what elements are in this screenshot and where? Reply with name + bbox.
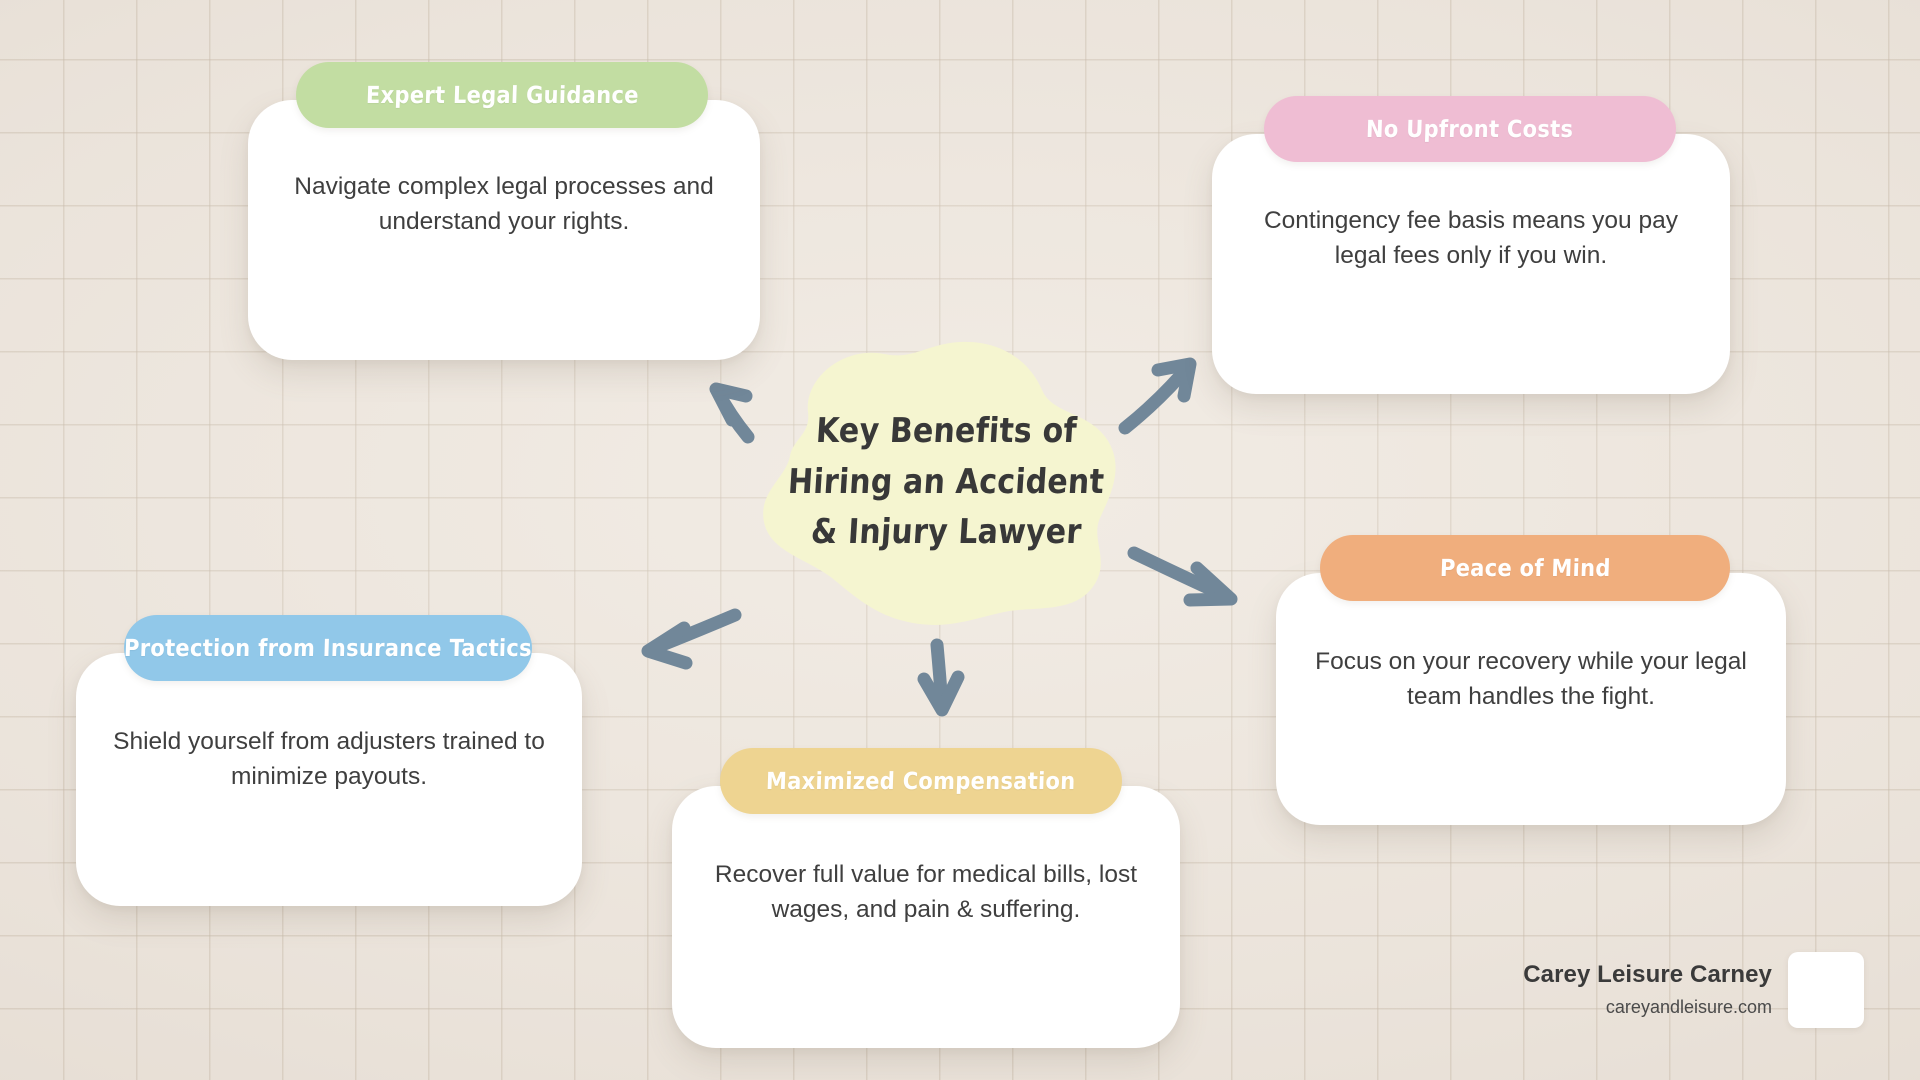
card-header-label: Peace of Mind — [1439, 554, 1611, 582]
card-description: Navigate complex legal processes and und… — [294, 173, 714, 235]
card-body — [1276, 573, 1786, 825]
card-description: Shield yourself from adjusters trained t… — [113, 728, 545, 790]
card-header-pill: No Upfront Costs — [1264, 96, 1676, 162]
card-body — [76, 653, 582, 906]
center-title: Key Benefits of Hiring an Accident & Inj… — [756, 338, 1136, 628]
card-body — [1212, 134, 1730, 394]
arrow-to-peace — [1127, 546, 1238, 607]
arrow-to-protection — [641, 608, 742, 670]
card-body — [248, 100, 760, 360]
center-title-blob: Key Benefits of Hiring an Accident & Inj… — [756, 338, 1136, 628]
card-body — [672, 786, 1180, 1048]
brand-url[interactable]: careyandleisure.com — [1605, 996, 1772, 1017]
center-title-line-3: & Injury Lawyer — [809, 512, 1083, 553]
card-description: Contingency fee basis means you pay lega… — [1263, 207, 1678, 269]
arrow-to-maximized — [917, 638, 965, 717]
card-header-pill: Protection from Insurance Tactics — [124, 615, 532, 681]
card-header-pill: Peace of Mind — [1320, 535, 1730, 601]
arrow-to-expert — [709, 382, 755, 444]
brand-text: Carey Leisure Carney careyandleisure.com — [1523, 959, 1772, 1020]
card-description: Recover full value for medical bills, lo… — [714, 861, 1138, 923]
card-description: Focus on your recovery while your legal … — [1315, 648, 1747, 710]
card-header-label: Maximized Compensation — [765, 767, 1077, 795]
card-header-pill: Maximized Compensation — [720, 748, 1122, 814]
card-header-label: Expert Legal Guidance — [365, 81, 639, 109]
brand-name: Carey Leisure Carney — [1523, 961, 1772, 989]
blob-shape-icon — [763, 341, 1116, 625]
card-header-label: Protection from Insurance Tactics — [123, 634, 533, 662]
center-title-line-2: Hiring an Accident — [786, 462, 1106, 503]
branding: Carey Leisure Carney careyandleisure.com — [1523, 952, 1864, 1028]
center-title-line-1: Key Benefits of — [814, 411, 1078, 452]
brand-logo-icon — [1788, 952, 1864, 1028]
card-header-pill: Expert Legal Guidance — [296, 62, 708, 128]
card-header-label: No Upfront Costs — [1365, 115, 1575, 143]
